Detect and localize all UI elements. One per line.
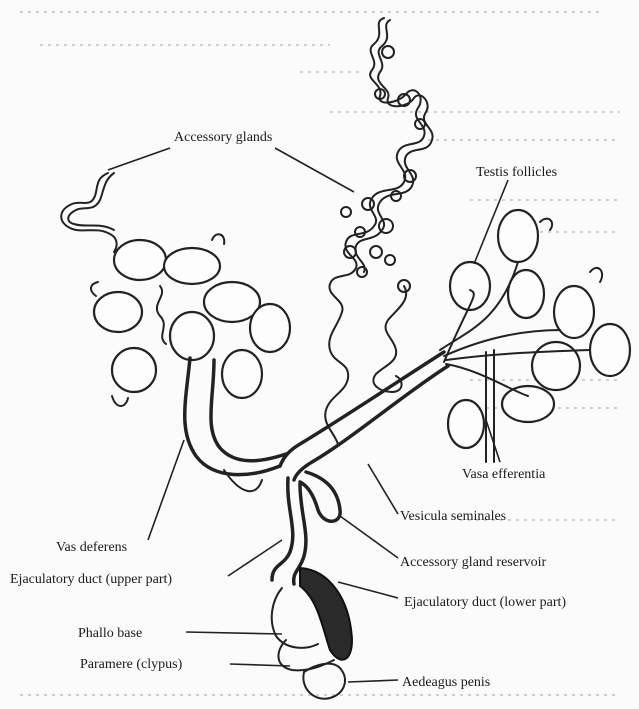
label-ejaculatory-duct-upper: Ejaculatory duct (upper part) [10, 572, 172, 587]
ejaculatory-duct-upper [272, 478, 293, 580]
accessory-gland-coils [341, 46, 425, 292]
label-vas-deferens: Vas deferens [56, 540, 127, 555]
right-testis-follicles [448, 210, 630, 448]
vesicula-seminales [300, 472, 340, 521]
label-testis-follicles: Testis follicles [476, 165, 557, 180]
right-accessory-gland-tubule [325, 18, 424, 444]
label-accessory-glands: Accessory glands [174, 130, 272, 145]
label-vesicula-seminales: Vesicula seminales [400, 509, 506, 524]
label-ejaculatory-duct-lower: Ejaculatory duct (lower part) [404, 595, 566, 610]
ejaculatory-duct-lower [300, 568, 352, 660]
label-paramere: Paramere (clypus) [80, 657, 183, 672]
label-aedeagus-penis: Aedeagus penis [402, 675, 490, 690]
right-vas-deferens [280, 352, 444, 466]
label-accessory-gland-reservoir: Accessory gland reservoir [400, 555, 547, 570]
label-vasa-efferentia: Vasa efferentia [462, 467, 546, 482]
aedeagus-shape [303, 664, 345, 699]
label-phallo-base: Phallo base [78, 626, 142, 641]
left-accessory-gland-tubule [61, 173, 116, 252]
left-testis-follicles [91, 234, 290, 406]
